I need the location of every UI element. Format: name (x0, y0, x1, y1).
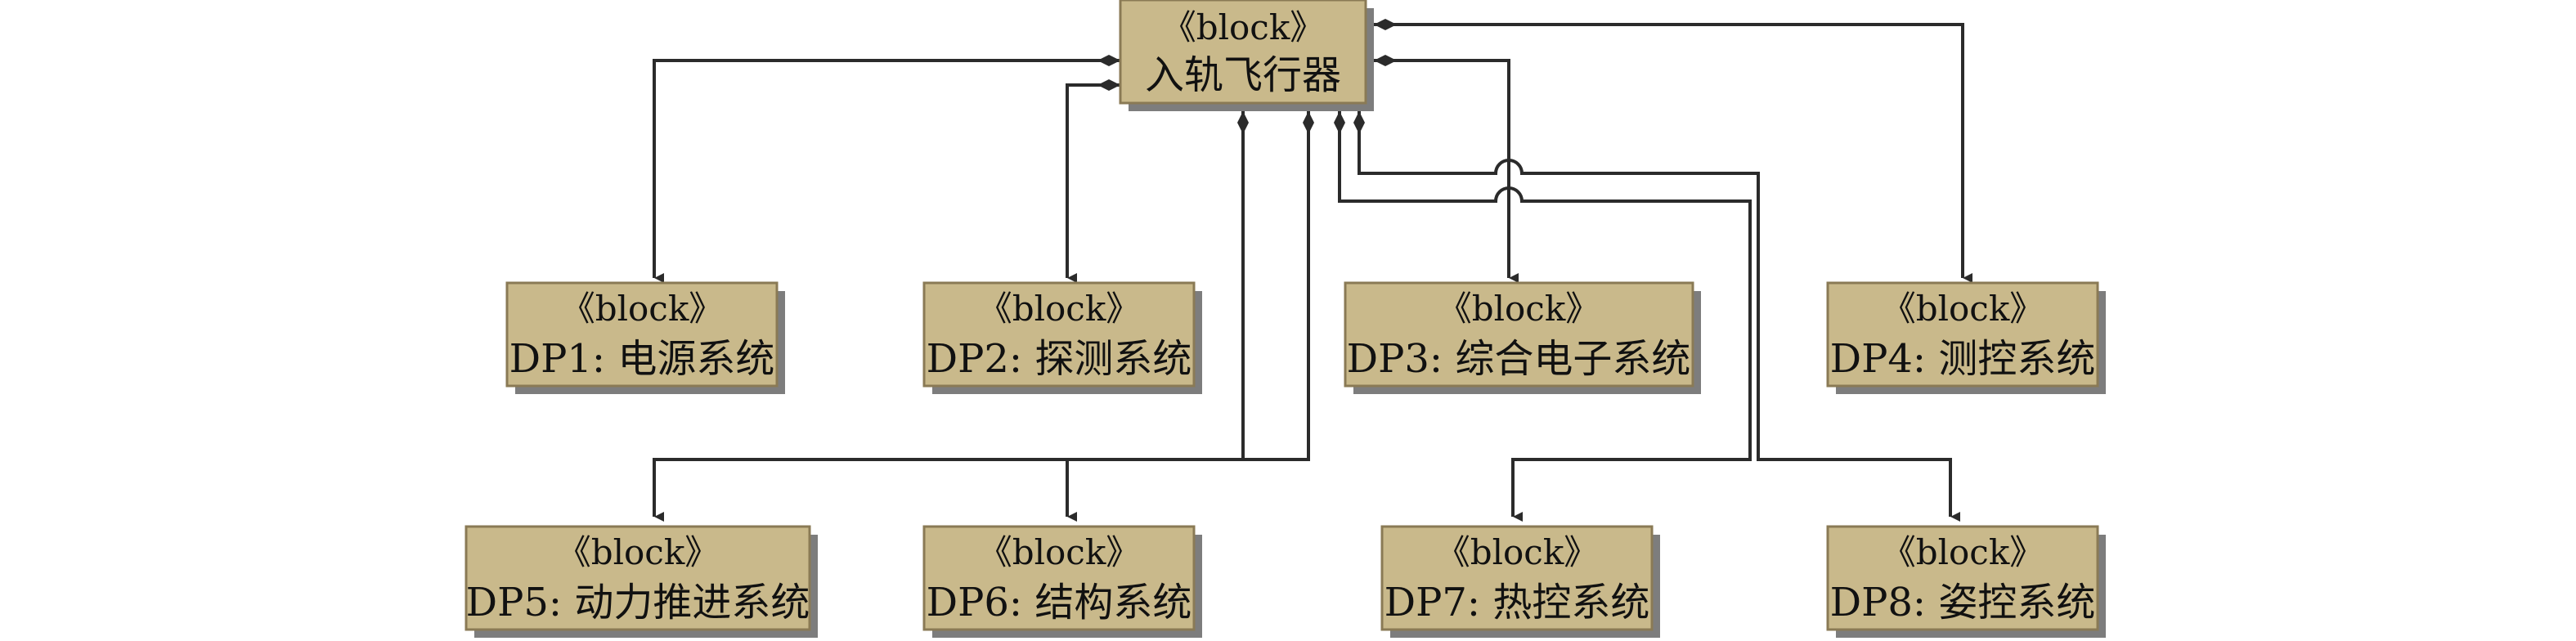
block-root-name: 入轨飞行器 (1145, 52, 1341, 98)
block-dp7[interactable]: 《block》 DP7: 热控系统 (1380, 525, 1660, 638)
block-dp2-stereotype: 《block》 (978, 289, 1141, 329)
connector-dp5 (653, 111, 1245, 522)
block-dp8-name: DP8: 姿控系统 (1830, 580, 2096, 625)
block-dp4-stereotype: 《block》 (1882, 289, 2044, 329)
diamond-dp8 (1353, 111, 1365, 134)
composition-connectors (653, 23, 1972, 522)
connector-dp7 (1338, 111, 1752, 522)
connector-dp3 (1374, 59, 1519, 283)
block-dp7-stereotype: 《block》 (1436, 532, 1599, 572)
block-root[interactable]: 《block》 入轨飞行器 (1119, 0, 1374, 111)
block-dp1-stereotype: 《block》 (561, 289, 724, 329)
block-dp8-stereotype: 《block》 (1882, 532, 2044, 572)
block-dp4-name: DP4: 测控系统 (1830, 336, 2096, 382)
block-dp3-stereotype: 《block》 (1438, 289, 1600, 329)
block-dp5-stereotype: 《block》 (557, 532, 720, 572)
connector-dp2 (1066, 83, 1120, 283)
block-dp1-name: DP1: 电源系统 (509, 336, 775, 382)
diamond-dp3 (1374, 55, 1397, 66)
block-dp5[interactable]: 《block》 DP5: 动力推进系统 (464, 525, 818, 638)
connector-dp8 (1358, 111, 1960, 522)
diamond-dp7 (1334, 111, 1345, 134)
block-dp7-name: DP7: 热控系统 (1384, 580, 1650, 625)
diamond-dp4 (1374, 19, 1397, 30)
block-dp6-name: DP6: 结构系统 (927, 580, 1192, 625)
connector-dp1 (653, 59, 1120, 283)
block-dp5-name: DP5: 动力推进系统 (466, 580, 810, 625)
connector-dp6 (1066, 111, 1310, 522)
connector-dp4 (1374, 23, 1972, 283)
diamond-dp2 (1097, 79, 1120, 91)
diamond-dp1 (1097, 55, 1120, 66)
block-dp1[interactable]: 《block》 DP1: 电源系统 (505, 281, 785, 394)
block-dp4[interactable]: 《block》 DP4: 测控系统 (1826, 281, 2106, 394)
block-dp6-stereotype: 《block》 (978, 532, 1141, 572)
diamond-dp6 (1303, 111, 1314, 134)
composition-diamonds (1097, 19, 1397, 134)
block-dp3[interactable]: 《block》 DP3: 综合电子系统 (1344, 281, 1701, 394)
block-dp8[interactable]: 《block》 DP8: 姿控系统 (1826, 525, 2106, 638)
block-root-stereotype: 《block》 (1162, 7, 1325, 47)
block-dp2[interactable]: 《block》 DP2: 探测系统 (922, 281, 1202, 394)
block-dp2-name: DP2: 探测系统 (927, 336, 1192, 382)
block-dp3-name: DP3: 综合电子系统 (1347, 336, 1691, 382)
block-dp6[interactable]: 《block》 DP6: 结构系统 (922, 525, 1202, 638)
diamond-dp5 (1237, 111, 1249, 134)
